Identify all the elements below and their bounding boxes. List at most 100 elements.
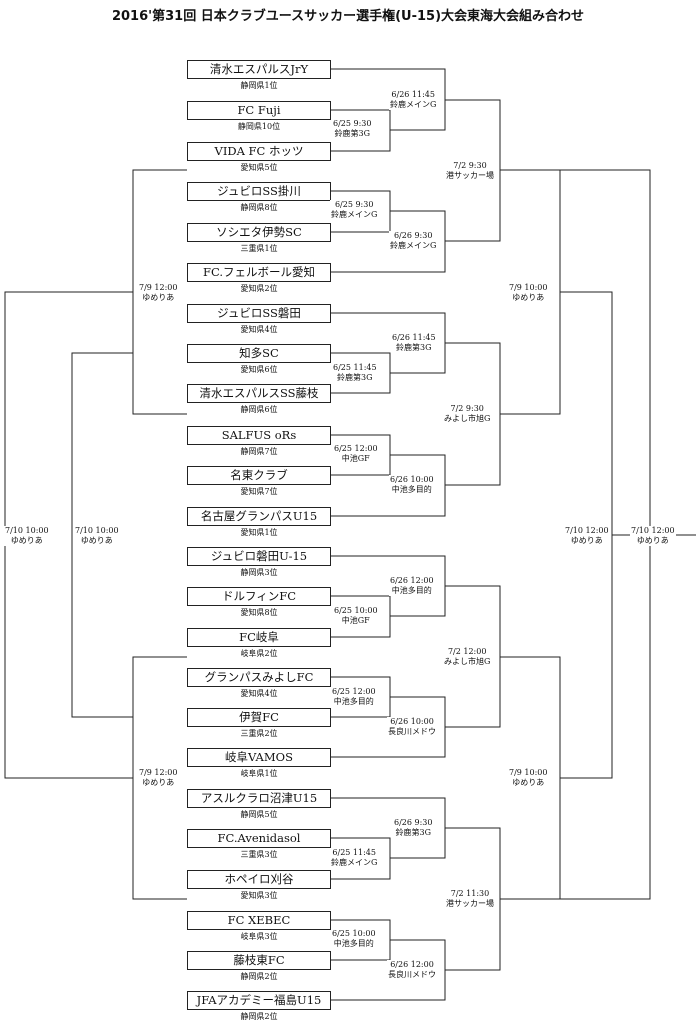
team-rank: 静岡県2位 xyxy=(240,972,278,981)
team-rank: 岐阜県1位 xyxy=(240,769,278,778)
team-box: VIDA FC ホッツ xyxy=(187,142,331,161)
match-time: 6/26 9:30 xyxy=(393,231,433,240)
team-rank: 静岡県2位 xyxy=(240,1012,278,1021)
team-box: FC.Avenidasol xyxy=(187,829,331,848)
team-rank: 愛知県4位 xyxy=(240,689,278,698)
team-box: ジュビロSS掛川 xyxy=(187,182,331,201)
team-name: ジュビロSS掛川 xyxy=(217,184,301,198)
team-rank: 愛知県3位 xyxy=(240,891,278,900)
team-name: 知多SC xyxy=(239,346,279,360)
match-time: 6/25 9:30 xyxy=(333,119,372,128)
team-name: 伊賀FC xyxy=(239,710,279,724)
team-name: 藤枝東FC xyxy=(233,953,285,967)
team-name: FC.フェルボール愛知 xyxy=(202,265,316,279)
match-time: 6/26 12:00 xyxy=(390,960,434,969)
team-name: アスルクラロ沼津U15 xyxy=(200,791,318,805)
match-venue: 長良川メドウ xyxy=(388,970,436,979)
team-name: 清水エスパルスJrY xyxy=(209,62,309,76)
match-venue: 港サッカー場 xyxy=(446,899,494,908)
team-name: 清水エスパルスSS藤枝 xyxy=(199,386,319,400)
team-rank: 愛知県7位 xyxy=(240,487,278,496)
match-time: 7/10 12:00 xyxy=(565,526,609,535)
team-rank: 三重県2位 xyxy=(240,729,278,738)
team-box: 名古屋グランパスU15 xyxy=(187,507,331,526)
match-venue: ゆめりあ xyxy=(10,536,43,545)
team-rank: 愛知県6位 xyxy=(240,365,278,374)
team-name: SALFUS oRs xyxy=(221,428,297,442)
match-venue: ゆめりあ xyxy=(512,778,545,787)
match-time: 6/26 12:00 xyxy=(390,576,434,585)
team-box: ソシエタ伊勢SC xyxy=(187,223,331,242)
match-time: 7/2 12:00 xyxy=(447,647,487,656)
team-rank: 愛知県8位 xyxy=(240,608,278,617)
team-name: VIDA FC ホッツ xyxy=(214,144,304,158)
match-venue: ゆめりあ xyxy=(142,293,175,302)
match-time: 6/26 10:00 xyxy=(390,717,434,726)
team-rank: 静岡県3位 xyxy=(240,568,278,577)
team-rank: 静岡県6位 xyxy=(240,405,278,414)
match-time: 6/25 10:00 xyxy=(334,606,378,615)
match-time: 7/9 12:00 xyxy=(139,768,178,777)
match-venue: 中池GF xyxy=(341,616,370,625)
team-rank: 岐阜県2位 xyxy=(240,649,278,658)
team-box: アスルクラロ沼津U15 xyxy=(187,789,331,808)
team-rank: 岐阜県3位 xyxy=(240,932,278,941)
match-time: 7/9 10:00 xyxy=(509,283,548,292)
match-venue: 港サッカー場 xyxy=(446,171,494,180)
match-venue: 鈴鹿メインG xyxy=(331,210,378,219)
match-venue: 鈴鹿第3G xyxy=(337,373,373,382)
team-box: 名東クラブ xyxy=(187,466,331,485)
team-name: 名古屋グランパスU15 xyxy=(200,509,318,523)
match-venue: 中池多目的 xyxy=(391,485,432,494)
team-box: FC Fuji xyxy=(187,101,331,120)
team-name: ジュビロ磐田U-15 xyxy=(210,549,308,563)
lf-line xyxy=(71,352,133,718)
team-rank: 愛知県4位 xyxy=(240,325,278,334)
match-time: 7/10 10:00 xyxy=(75,526,119,535)
match-venue: 鈴鹿メインG xyxy=(331,858,378,867)
team-box: JFAアカデミー福島U15 xyxy=(187,991,331,1010)
match-venue: 中池多目的 xyxy=(333,939,374,948)
team-name: ソシエタ伊勢SC xyxy=(216,225,302,239)
match-venue: 鈴鹿第3G xyxy=(334,129,370,138)
match-venue: ゆめりあ xyxy=(142,778,175,787)
match-venue: 長良川メドウ xyxy=(388,727,436,736)
team-rank: 愛知県1位 xyxy=(240,528,278,537)
team-rank: 静岡県10位 xyxy=(237,122,281,131)
team-name: FC XEBEC xyxy=(227,913,291,927)
team-name: ドルフィンFC xyxy=(221,589,297,603)
match-time: 6/25 11:45 xyxy=(333,363,377,372)
team-name: JFAアカデミー福島U15 xyxy=(196,993,322,1007)
match-venue: 中池多目的 xyxy=(333,697,374,706)
team-box: 清水エスパルスJrY xyxy=(187,60,331,79)
team-rank: 静岡県7位 xyxy=(240,447,278,456)
team-box: FC XEBEC xyxy=(187,911,331,930)
match-venue: ゆめりあ xyxy=(80,536,113,545)
match-time: 7/9 10:00 xyxy=(509,768,548,777)
match-time: 6/26 10:00 xyxy=(390,475,434,484)
match-venue: 中池多目的 xyxy=(391,586,432,595)
match-time: 6/25 9:30 xyxy=(334,200,374,209)
team-box: FC岐阜 xyxy=(187,628,331,647)
team-name: FC岐阜 xyxy=(239,630,279,644)
match-venue: 鈴鹿第3G xyxy=(396,343,432,352)
